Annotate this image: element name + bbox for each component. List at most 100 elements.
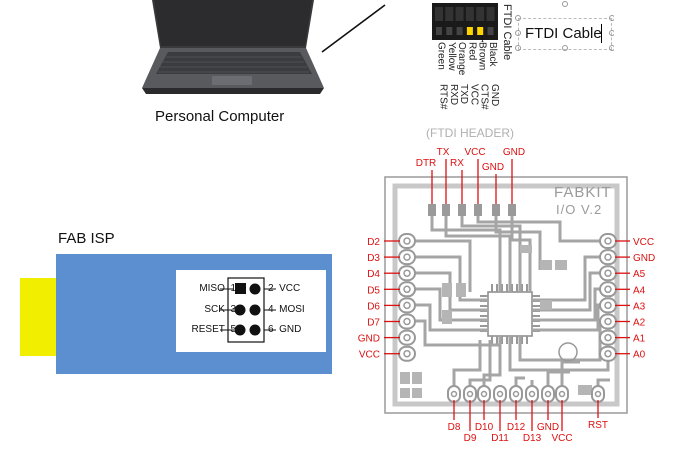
top-pin-label: GND <box>482 162 504 173</box>
bottom-pin-label: D9 <box>464 433 477 444</box>
ftdi-pin-slot <box>486 7 495 21</box>
ftdi-pin-slot <box>476 7 485 21</box>
ftdi-connector <box>432 3 498 40</box>
left-pin-label: GND <box>358 334 380 345</box>
ftdi-title: FTDI Cable <box>525 25 602 42</box>
top-pin-label: RX <box>450 158 464 169</box>
top-pin-label: DTR <box>416 158 437 169</box>
laptop-icon <box>142 0 324 94</box>
left-pad-hole <box>403 301 411 310</box>
left-pad-hole <box>403 333 411 342</box>
bottom-pin-label: VCC <box>551 433 572 444</box>
left-pad-hole <box>403 317 411 326</box>
left-pad-hole <box>403 253 411 261</box>
ftdi-color-label: Black <box>487 42 498 67</box>
left-pin-label: D2 <box>367 237 380 248</box>
bottom-pad-hole <box>558 390 566 398</box>
computer-caption: Personal Computer <box>155 108 285 125</box>
ftdi-header-caption: (FTDI HEADER) <box>426 126 514 140</box>
isp-header-panel: MISO 1 SCK 3 RESET 5 2 VCC <box>176 270 326 352</box>
ftdi-color-label: Red <box>466 42 477 60</box>
right-pad-hole <box>604 285 612 294</box>
left-pin-label: D3 <box>367 253 380 264</box>
right-pin-label: A0 <box>633 350 646 361</box>
left-pad-hole <box>403 269 411 277</box>
right-pad-hole <box>604 301 612 310</box>
ftdi-signal-label: RTS# <box>438 84 449 110</box>
ftdi-color-label: Yellow <box>446 42 457 71</box>
fab-isp-title: FAB ISP <box>58 230 115 247</box>
microcontroller-chip <box>487 291 533 337</box>
ftdi-wire-end <box>477 27 484 35</box>
left-pin-label: VCC <box>359 350 380 361</box>
ftdi-wire-end <box>456 27 463 35</box>
laptop-to-ftdi-line <box>321 4 386 53</box>
left-pin-label: D4 <box>367 269 380 280</box>
top-pad <box>428 204 436 216</box>
left-pin-label: D7 <box>367 318 380 329</box>
ftdi-signal-label: RXD <box>448 84 459 105</box>
right-pin-label: A2 <box>633 318 646 329</box>
left-pad-hole <box>403 237 411 245</box>
ftdi-wire-end <box>446 27 453 35</box>
right-pad-hole <box>604 269 612 277</box>
top-pin-label: GND <box>503 147 525 158</box>
top-pad <box>442 204 450 216</box>
top-pad <box>458 204 466 216</box>
ftdi-pin-slot <box>465 7 474 21</box>
bottom-pin-label: D8 <box>448 422 461 433</box>
ftdi-signal-label: CTS# <box>479 84 490 110</box>
selection-handles <box>515 1 614 51</box>
smd-components <box>400 245 592 398</box>
ftdi-title-box[interactable]: FTDI Cable <box>518 18 612 50</box>
left-pin-label: D6 <box>367 301 380 312</box>
bottom-pin-label: GND <box>537 422 559 433</box>
crystal-component <box>558 342 578 362</box>
top-pad <box>474 204 482 216</box>
ftdi-wire-end <box>436 27 442 35</box>
isp-header-pins <box>220 277 276 343</box>
right-pin-label: A1 <box>633 334 646 345</box>
ftdi-color-label: Green <box>436 42 447 70</box>
bottom-pin-label: D11 <box>491 433 509 444</box>
ftdi-side-label: FTDI Cable <box>501 4 513 60</box>
ftdi-pin-slot <box>435 7 443 21</box>
ftdi-color-label: Brown <box>477 42 488 70</box>
top-pad <box>492 204 500 216</box>
bottom-pin-label: D12 <box>507 422 526 433</box>
right-pin-label: A5 <box>633 269 646 280</box>
ftdi-signal-label: GND <box>489 84 500 106</box>
bottom-pin-label: D13 <box>523 433 542 444</box>
fabkit-title-line2: I/O V.2 <box>556 202 602 217</box>
left-pin-label: D5 <box>367 285 380 296</box>
fabkit-title-line1: FABKIT <box>554 184 612 201</box>
left-pad-hole <box>403 285 411 294</box>
isp-right-labels: 2 VCC 4 MOSI 6 GND <box>268 270 326 352</box>
right-pad-hole <box>604 333 612 342</box>
bottom-pin-label: RST <box>588 420 608 431</box>
left-pad-hole <box>403 349 411 358</box>
ftdi-signal-label: TXD <box>458 84 469 104</box>
fab-isp-board: MISO 1 SCK 3 RESET 5 2 VCC <box>56 254 332 374</box>
usb-plug <box>20 278 56 356</box>
text-cursor <box>601 24 602 43</box>
top-pin-label: TX <box>437 147 450 158</box>
isp-pin-4-label: 4 MOSI <box>268 304 305 315</box>
ftdi-pin-slot <box>455 7 464 21</box>
top-pin-label: VCC <box>464 147 485 158</box>
bottom-pad-hole <box>528 390 536 398</box>
right-pad-hole <box>604 237 612 245</box>
right-pin-label: GND <box>633 253 655 264</box>
fabkit-ground-trace <box>392 183 620 407</box>
ftdi-pin1-marker: 1 <box>480 34 485 44</box>
ftdi-wire-end <box>466 27 473 35</box>
bottom-pad-hole <box>480 390 488 398</box>
isp-pin-2-label: 2 VCC <box>268 283 301 294</box>
svg-text:FTDI Cable: FTDI Cable <box>501 4 513 60</box>
bottom-pad-hole <box>466 390 474 398</box>
right-pin-label: A4 <box>633 285 646 296</box>
bottom-pad-hole <box>594 390 602 398</box>
right-pin-label: VCC <box>633 237 654 248</box>
isp-pin-6-label: 6 GND <box>268 324 302 335</box>
right-pad-hole <box>604 349 612 358</box>
